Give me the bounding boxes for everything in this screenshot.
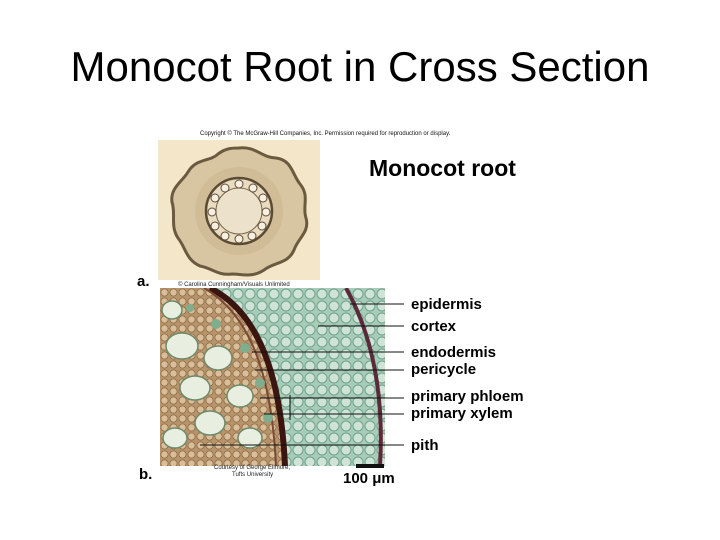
- scale-bar-label: 100 μm: [343, 470, 395, 487]
- scale-bar: [356, 464, 384, 468]
- label-primary-phloem: primary phloem: [411, 388, 524, 405]
- label-pericycle: pericycle: [411, 361, 477, 378]
- slide-title: Monocot Root in Cross Section: [70, 43, 650, 90]
- stele-region: [160, 288, 288, 466]
- label-primary-xylem: primary xylem: [411, 405, 513, 422]
- stele: [204, 176, 274, 246]
- figure-title: Monocot root: [369, 155, 516, 181]
- label-pith: pith: [411, 437, 439, 454]
- phloem-patches: [186, 304, 273, 423]
- panel-b-credit-line1: Courtesy of George Ellmore,: [214, 465, 291, 471]
- panel-b-credit-line2: Tufts University: [232, 472, 274, 478]
- label-cortex: cortex: [411, 318, 457, 335]
- label-epidermis: epidermis: [411, 296, 482, 313]
- panel-a-credit: © Carolina Cunningham/Visuals Unlimited: [178, 282, 290, 288]
- label-leader-lines: [200, 303, 404, 446]
- xylem-vessels: [161, 300, 263, 449]
- micrograph-whole-root: [158, 140, 320, 280]
- micrograph-detail: [160, 288, 385, 466]
- panel-b-letter: b.: [139, 466, 153, 483]
- label-endodermis: endodermis: [411, 344, 497, 361]
- panel-a-letter: a.: [137, 273, 150, 290]
- copyright-notice: Copyright © The McGraw-Hill Companies, I…: [200, 131, 451, 137]
